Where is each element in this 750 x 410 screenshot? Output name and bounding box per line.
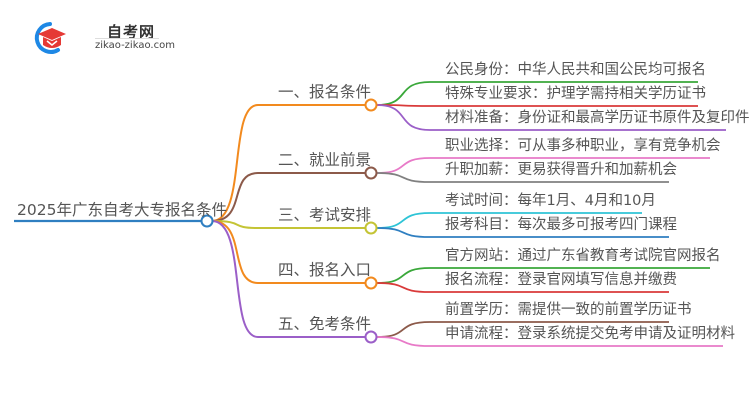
leaf-topic[interactable]: 考试时间：每年1月、4月和10月	[445, 193, 656, 209]
logo-url: zikao-zikao.com	[95, 40, 175, 51]
leaf-topic[interactable]: 公民身份：中华人民共和国公民均可报名	[445, 62, 706, 78]
leaf-connector	[376, 104, 726, 131]
leaf-topic[interactable]: 报名流程：登录官网填写信息并缴费	[445, 272, 677, 288]
graduation-cap-icon	[34, 22, 66, 54]
branch-node-toggle	[364, 276, 378, 290]
branch-topic[interactable]: 二、就业前景	[278, 151, 372, 169]
leaf-connector	[376, 336, 723, 347]
branch-node-toggle	[364, 98, 378, 112]
branch-topic[interactable]: 五、免考条件	[278, 315, 372, 333]
leaf-topic[interactable]: 申请流程：登录系统提交免考申请及证明材料	[445, 326, 735, 342]
leaf-topic[interactable]: 职业选择：可从事多种职业，享有竞争机会	[445, 138, 721, 154]
leaf-connector	[376, 157, 710, 174]
leaf-topic[interactable]: 升职加薪：更易获得晋升和加薪机会	[445, 162, 677, 178]
leaf-topic[interactable]: 材料准备：身份证和最高学历证书原件及复印件	[445, 110, 750, 126]
leaf-connector	[376, 282, 669, 293]
leaf-connector	[376, 321, 669, 338]
leaf-topic[interactable]: 特殊专业要求：护理学需持相关学历证书	[445, 86, 706, 102]
root-node-toggle	[200, 214, 214, 228]
leaf-connector	[376, 104, 698, 107]
leaf-connector	[376, 212, 642, 229]
leaf-topic[interactable]: 官方网站：通过广东省教育考试院官网报名	[445, 248, 721, 264]
site-logo[interactable]: 自考网 zikao-zikao.com	[28, 18, 198, 58]
branch-topic[interactable]: 一、报名条件	[278, 83, 372, 101]
branch-connector	[211, 220, 365, 284]
logo-title: 自考网	[107, 23, 156, 41]
leaf-connector	[376, 172, 669, 183]
root-topic[interactable]: 2025年广东自考大专报名条件	[17, 201, 227, 219]
branch-connector	[211, 104, 365, 222]
leaf-topic[interactable]: 报考科目：每次最多可报考四门课程	[445, 217, 677, 233]
branch-connector	[211, 220, 365, 338]
leaf-connector	[376, 227, 669, 238]
leaf-connector	[376, 267, 710, 284]
logo-divider	[95, 38, 159, 39]
leaf-connector	[376, 81, 698, 106]
branch-node-toggle	[364, 330, 378, 344]
branch-connector	[211, 172, 365, 222]
branch-topic[interactable]: 三、考试安排	[278, 206, 372, 224]
leaf-topic[interactable]: 前置学历：需提供一致的前置学历证书	[445, 302, 692, 318]
branch-node-toggle	[364, 166, 378, 180]
branch-topic[interactable]: 四、报名入口	[278, 261, 372, 279]
branch-node-toggle	[364, 221, 378, 235]
branch-connector	[211, 220, 365, 229]
